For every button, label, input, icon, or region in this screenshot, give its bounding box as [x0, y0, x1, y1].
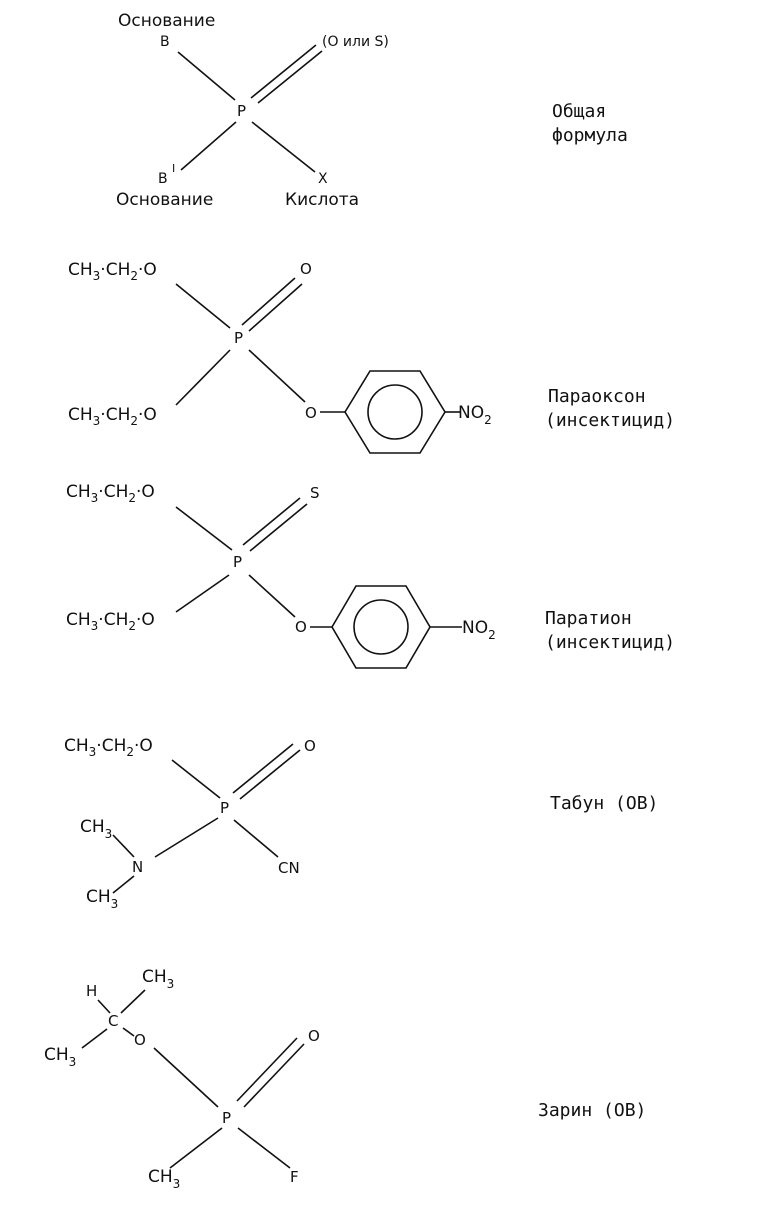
bond-p-n: [154, 817, 219, 858]
double-bond-b: [257, 50, 323, 104]
atom-ester-o: O: [295, 618, 307, 636]
atom-b: B: [160, 34, 170, 50]
atom-bprime-mark: I: [172, 162, 175, 175]
methyl-bottom: CH3: [148, 1167, 180, 1191]
atom-double-o: O: [304, 737, 316, 755]
bond-o-p: [153, 1047, 219, 1108]
double-bond-b: [249, 503, 308, 552]
atom-h: H: [86, 982, 97, 1000]
methyl-right: CH3: [142, 967, 174, 991]
atom-double-s: S: [310, 484, 320, 502]
bond-o-p: [171, 759, 221, 799]
bond-p-x: [251, 121, 316, 173]
atom-p: P: [220, 799, 229, 817]
methyl-bottom: CH3: [86, 887, 118, 911]
tabun-structure: CH3·CH2·O O P CH3 N CH3 CN Табун (ОВ): [64, 736, 658, 911]
double-bond-a: [232, 743, 294, 794]
atom-n: N: [132, 858, 143, 876]
double-bond-a: [250, 44, 317, 99]
bond-p-f: [237, 1127, 291, 1169]
atom-bprime: B: [158, 171, 168, 187]
double-bond-a: [242, 497, 301, 546]
bond-c-ch3-left: [81, 1028, 108, 1049]
bond-p-lower: [175, 574, 230, 613]
atom-p: P: [222, 1109, 231, 1127]
atom-double-o: O: [308, 1027, 320, 1045]
caption-sarin: Зарин (ОВ): [538, 1100, 646, 1121]
base-top-label: Основание: [118, 11, 215, 31]
ethoxy-upper: CH3·CH2·O: [68, 260, 157, 283]
bond-c-o: [122, 1027, 135, 1037]
double-bond-b: [243, 1043, 305, 1108]
atom-p: P: [233, 553, 242, 571]
benzene-aromatic-circle: [353, 599, 409, 655]
double-bond-b: [248, 283, 303, 332]
bond-p-o: [248, 574, 296, 618]
atom-o: O: [134, 1031, 146, 1049]
acid-label: Кислота: [285, 190, 359, 210]
atom-c: C: [108, 1012, 118, 1030]
caption-paraoxon-1: Параоксон: [548, 386, 646, 407]
bond-p-ch3: [169, 1127, 223, 1169]
methyl-left: CH3: [44, 1045, 76, 1069]
benzene-ring: [331, 585, 431, 669]
ethoxy-lower: CH3·CH2·O: [66, 610, 155, 633]
atom-ester-o: O: [305, 404, 317, 422]
bond-p-o: [248, 349, 306, 403]
double-bond-a: [241, 277, 296, 326]
bond-upper-p: [175, 506, 233, 551]
base-bottom-label: Основание: [116, 190, 213, 210]
methyl-top: CH3: [80, 817, 112, 841]
caption-general-1: Общая: [552, 101, 606, 122]
ethoxy-upper: CH3·CH2·O: [66, 482, 155, 505]
double-bond-a: [236, 1037, 298, 1102]
sarin-structure: H CH3 C O CH3 O P CH3 F Зарин (ОВ): [44, 967, 646, 1191]
atom-double-o: O: [300, 260, 312, 278]
bond-b-p: [177, 51, 236, 101]
bond-p-lower: [175, 349, 231, 406]
bond-h-c: [97, 999, 111, 1014]
caption-parathion-1: Паратион: [545, 608, 632, 629]
caption-parathion-2: (инсектицид): [545, 632, 675, 653]
atom-x: X: [318, 171, 328, 187]
atom-p: P: [234, 329, 243, 347]
benzene-ring: [344, 370, 446, 454]
bond-p-cn: [233, 819, 279, 858]
ethoxy-lower: CH3·CH2·O: [68, 405, 157, 428]
double-bond-b: [239, 749, 301, 800]
bond-p-bprime: [180, 121, 237, 171]
bond-n-ch3-bottom: [112, 875, 135, 894]
atom-f: F: [290, 1168, 299, 1186]
bond-c-ch3-right: [120, 989, 146, 1014]
paraoxon-structure: CH3·CH2·O O P CH3·CH2·O O NO2 Параоксон …: [68, 260, 675, 454]
general-formula: Основание B (O или S) P B I X Основание …: [116, 11, 628, 210]
ethoxy-group: CH3·CH2·O: [64, 736, 153, 759]
benzene-aromatic-circle: [367, 384, 423, 440]
nitro-group: NO2: [462, 618, 496, 642]
bond-ch3-n-top: [112, 834, 135, 858]
caption-paraoxon-2: (инсектицид): [545, 410, 675, 431]
cyano-group: CN: [278, 859, 300, 877]
double-target-label: (O или S): [322, 34, 389, 50]
atom-p: P: [237, 102, 246, 120]
caption-general-2: формула: [552, 125, 628, 146]
parathion-structure: CH3·CH2·O S P CH3·CH2·O O NO2 Паратион (…: [66, 482, 675, 669]
nitro-group: NO2: [458, 403, 492, 427]
caption-tabun: Табун (ОВ): [550, 793, 658, 814]
bond-upper-p: [175, 283, 231, 329]
